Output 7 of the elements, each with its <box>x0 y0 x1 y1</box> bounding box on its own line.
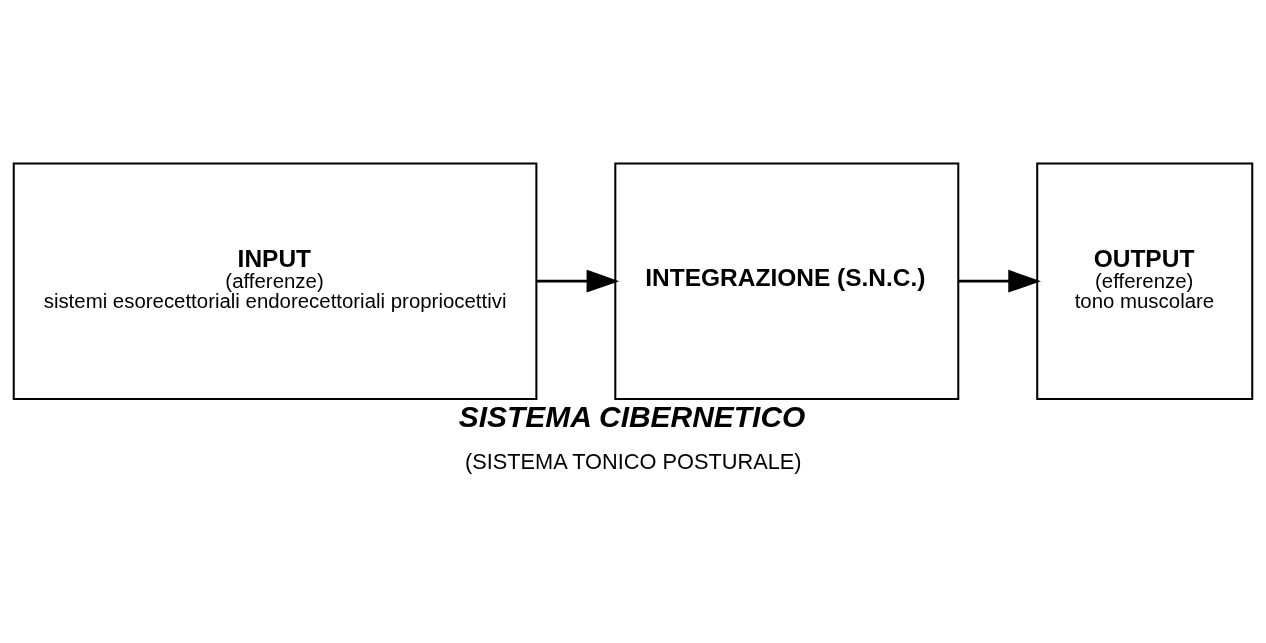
caption: (SISTEMA TONICO POSTURALE) <box>464 448 802 474</box>
node-box: INPUT (afferenze) sistemi esorecettoriali endorecettoriali propriocettivi <box>12 161 538 400</box>
node-box: INTEGRAZIONE (S.N.C.) <box>614 161 960 400</box>
arrow <box>536 269 620 293</box>
arrow <box>958 269 1041 293</box>
node-box: OUTPUT (efferenze) tono muscolare <box>1036 161 1254 400</box>
diagram-title: SISTEMA CIBERNETICO <box>458 399 806 433</box>
